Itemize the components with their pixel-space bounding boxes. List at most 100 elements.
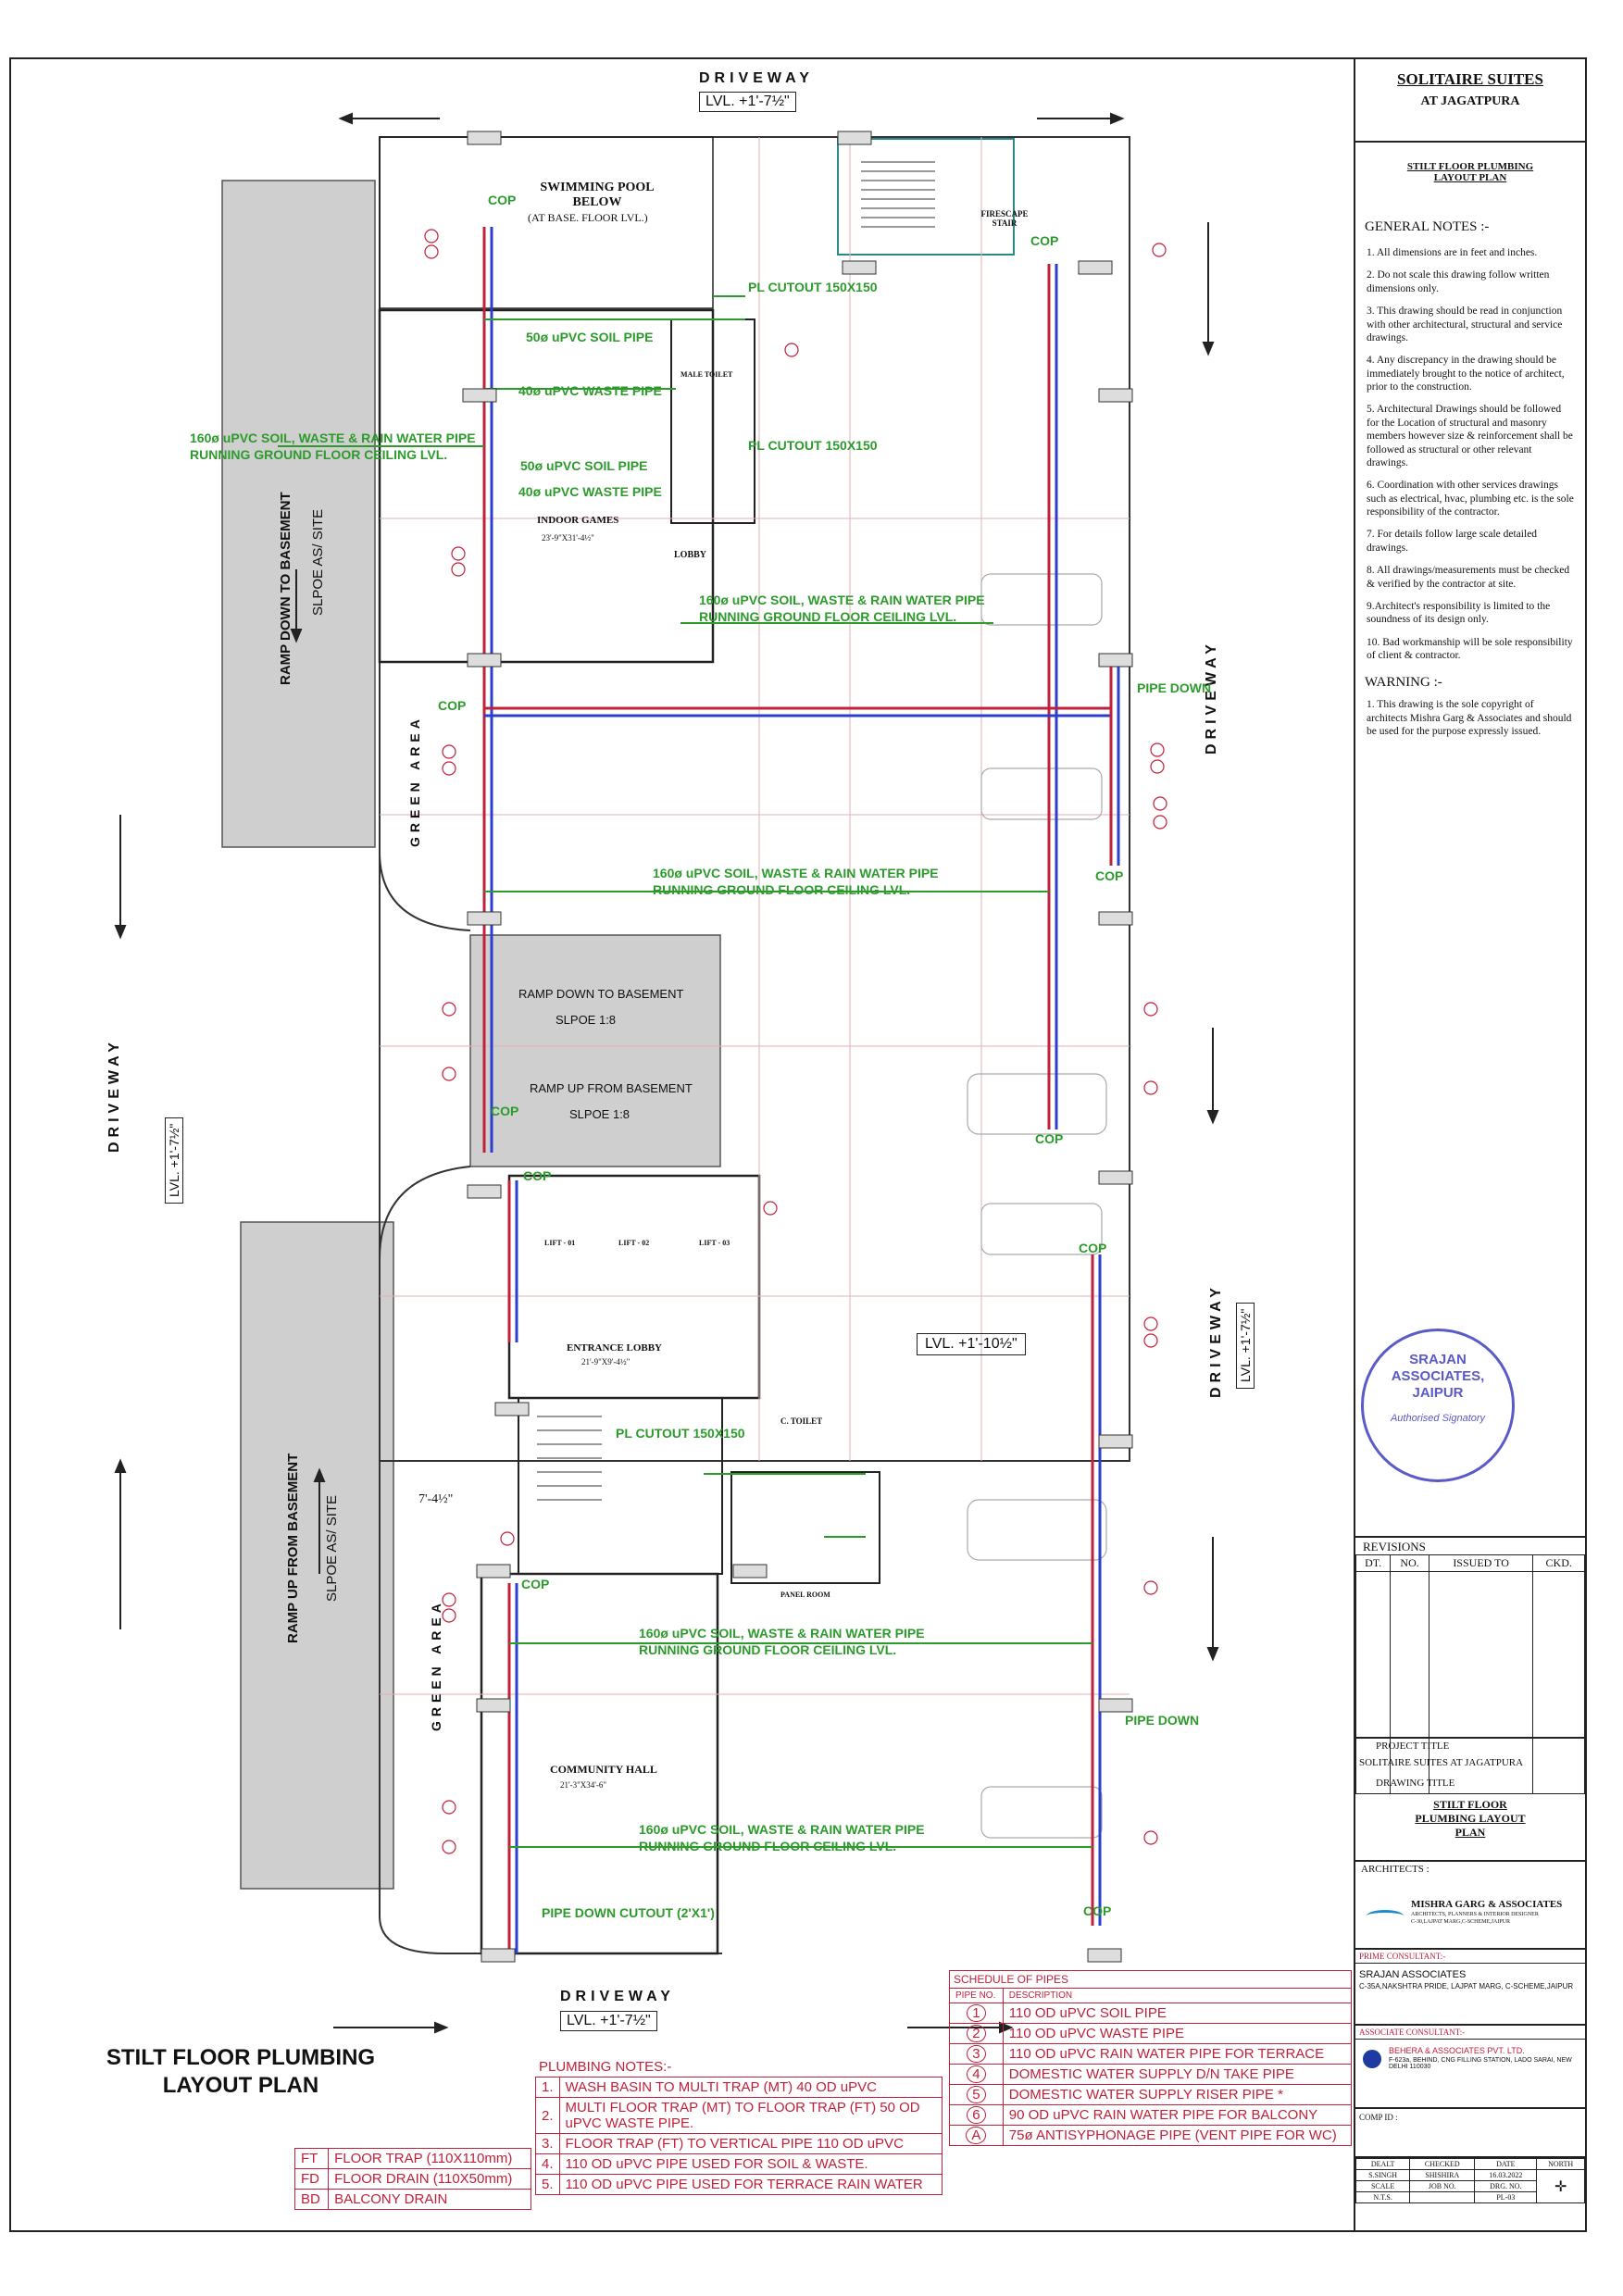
level-top: LVL. +1'-7½" <box>699 92 796 112</box>
warning-heading: WARNING :- <box>1365 675 1442 691</box>
associate-addr: F-623a, BEHIND, CNG FILLING STATION, LAD… <box>1389 2057 1572 2070</box>
general-note: 7. For details follow large scale detail… <box>1367 529 1538 554</box>
sheet-label-line2: LAYOUT PLAN <box>162 2073 319 2098</box>
ramp-up-side-label: RAMP UP FROM BASEMENT <box>285 1453 301 1643</box>
c-toilet-label: C. TOILET <box>780 1416 823 1426</box>
pl-cutout-3: PL CUTOUT 150X150 <box>616 1426 745 1441</box>
sheet-label: STILT FLOOR PLUMBING LAYOUT PLAN <box>88 2044 393 2100</box>
note-text: WASH BASIN TO MULTI TRAP (MT) 40 OD uPVC <box>558 2077 943 2098</box>
ramp-center <box>469 934 721 1167</box>
pipe-desc: 110 OD uPVC WASTE PIPE <box>1002 2023 1353 2044</box>
pipe-no-value: 6 <box>967 2106 986 2124</box>
pipe-no-value: 2 <box>967 2025 986 2042</box>
pipe-no-value: 3 <box>967 2045 986 2063</box>
main-160-hall-a: 160ø uPVC SOIL, WASTE & RAIN WATER PIPE <box>639 1626 925 1641</box>
general-note: 2. Do not scale this drawing follow writ… <box>1367 269 1550 294</box>
table-row: 3.FLOOR TRAP (FT) TO VERTICAL PIPE 110 O… <box>535 2133 943 2154</box>
schedule-col-no: PIPE NO. <box>949 1988 1004 2003</box>
soil-50-label: 50ø uPVC SOIL PIPE <box>526 330 654 344</box>
schedule-heading: SCHEDULE OF PIPES <box>949 1970 1352 1988</box>
table-row: 1.WASH BASIN TO MULTI TRAP (MT) 40 OD uP… <box>535 2077 943 2098</box>
dim-left: 7'-4½" <box>418 1492 454 1506</box>
footer-table: DEALT CHECKED DATE NORTH S.SINGH SHISHIR… <box>1355 2158 1585 2203</box>
pipe-no: 5 <box>949 2084 1004 2105</box>
note-text: FLOOR TRAP (FT) TO VERTICAL PIPE 110 OD … <box>558 2133 943 2154</box>
footer-head: DRG. NO. <box>1474 2180 1538 2192</box>
footer-head: SCALE <box>1355 2180 1411 2192</box>
footer-head: CHECKED <box>1409 2158 1476 2170</box>
pipe-no-value: A <box>966 2127 987 2144</box>
pipe-no: 3 <box>949 2043 1004 2065</box>
note-no: 1. <box>535 2077 560 2098</box>
pl-cutout-1: PL CUTOUT 150X150 <box>748 280 878 294</box>
pipe-no-value: 4 <box>967 2065 986 2083</box>
ramp-strip-top <box>221 180 376 848</box>
entrance-lobby-label: ENTRANCE LOBBY <box>567 1342 662 1354</box>
architects-section: ARCHITECTS : MISHRA GARG & ASSOCIATES AR… <box>1355 1860 1585 2015</box>
footer-val: S.SINGH <box>1355 2169 1411 2181</box>
waste-40-label-2: 40ø uPVC WASTE PIPE <box>518 484 662 499</box>
stamp-text: SRAJAN ASSOCIATES, JAIPUR <box>1391 1352 1485 1401</box>
indoor-games-room <box>378 308 715 664</box>
pipe-no: 4 <box>949 2064 1004 2085</box>
rev-col: CKD. <box>1532 1554 1585 1572</box>
community-hall-room <box>480 1572 719 1955</box>
footer-head: DATE <box>1474 2158 1538 2170</box>
revisions-table: DT. NO. ISSUED TO CKD. <box>1355 1554 1585 1794</box>
green-area-top <box>379 662 471 931</box>
ramp-down-center-label: RAMP DOWN TO BASEMENT <box>518 987 684 1001</box>
abbr-code: FD <box>293 2168 330 2190</box>
table-row: N.T.S. PL-03 <box>1355 2191 1585 2203</box>
pipe-no: 6 <box>949 2104 1004 2126</box>
general-note: 1. All dimensions are in feet and inches… <box>1367 247 1538 258</box>
level-mid: LVL. +1'-10½" <box>917 1333 1026 1355</box>
general-note: 8. All drawings/measurements must be che… <box>1367 565 1570 590</box>
prime-consultant-addr: C-35A,NAKSHTRA PRIDE, LAJPAT MARG, C-SCH… <box>1359 1982 1574 1990</box>
indoor-games-label: INDOOR GAMES <box>537 515 619 526</box>
plumbing-notes-heading: PLUMBING NOTES:- <box>539 2059 672 2075</box>
fire-stair <box>837 138 1015 256</box>
lobby-label: LOBBY <box>674 550 707 560</box>
warning-text-wrap: 1. This drawing is the sole copyright of… <box>1367 698 1574 738</box>
ramp-up-center-slope: SLPOE 1:8 <box>569 1107 630 1121</box>
abbr-text: BALCONY DRAIN <box>328 2189 531 2210</box>
associate-label: ASSOCIATE CONSULTANT:- <box>1355 2026 1585 2040</box>
plumbing-notes: PLUMBING NOTES:- 1.WASH BASIN TO MULTI T… <box>535 2057 943 2195</box>
project-title-section: PROJECT TITLE SOLITAIRE SUITES AT JAGATP… <box>1355 1737 1585 1841</box>
general-note: 5. Architectural Drawings should be foll… <box>1367 404 1573 468</box>
ramp-up-center-label: RAMP UP FROM BASEMENT <box>530 1081 693 1095</box>
main-160-lobby-b: RUNNING GROUND FLOOR CEILING LVL. <box>699 609 957 624</box>
architect-name: MISHRA GARG & ASSOCIATES <box>1411 1899 1563 1910</box>
project-title-label: PROJECT TITLE <box>1376 1741 1450 1752</box>
pipe-down-cutout: PIPE DOWN CUTOUT (2'X1') <box>542 1905 715 1920</box>
general-note: 4. Any discrepancy in the drawing should… <box>1367 355 1565 393</box>
ramp-down-side-label: RAMP DOWN TO BASEMENT <box>278 492 293 685</box>
ramp-strip-bottom <box>240 1221 394 1890</box>
comp-id-section: COMP ID : <box>1355 2107 1585 2155</box>
cop-6: COP <box>491 1104 519 1118</box>
footer-head: NORTH <box>1536 2158 1585 2170</box>
title-block: SOLITAIRE SUITES AT JAGATPURA STILT FLOO… <box>1354 57 1587 2232</box>
pool-sublabel: (AT BASE. FLOOR LVL.) <box>528 211 648 224</box>
cop-8: COP <box>1079 1241 1107 1255</box>
level-bottom: LVL. +1'-7½" <box>560 2011 657 2031</box>
main-160-left-b: RUNNING GROUND FLOOR CEILING LVL. <box>190 447 448 462</box>
pool-area <box>379 136 714 309</box>
footer-val <box>1409 2191 1476 2203</box>
table-row: 2.MULTI FLOOR TRAP (MT) TO FLOOR TRAP (F… <box>535 2097 943 2134</box>
associate-section: ASSOCIATE CONSULTANT:- BEHERA & ASSOCIAT… <box>1355 2024 1585 2090</box>
footer-val: PL-03 <box>1474 2191 1538 2203</box>
community-hall-dim: 21'-3"X34'-6" <box>560 1780 607 1790</box>
general-note: 6. Coordination with other services draw… <box>1367 480 1574 518</box>
pipe-no: 1 <box>949 2003 1004 2024</box>
table-row: PIPE NO.DESCRIPTION <box>949 1988 1353 2003</box>
waste-40-label: 40ø uPVC WASTE PIPE <box>518 383 662 398</box>
architects-label: ARCHITECTS : <box>1361 1864 1429 1875</box>
general-note: 9.Architect's responsibility is limited … <box>1367 600 1551 626</box>
